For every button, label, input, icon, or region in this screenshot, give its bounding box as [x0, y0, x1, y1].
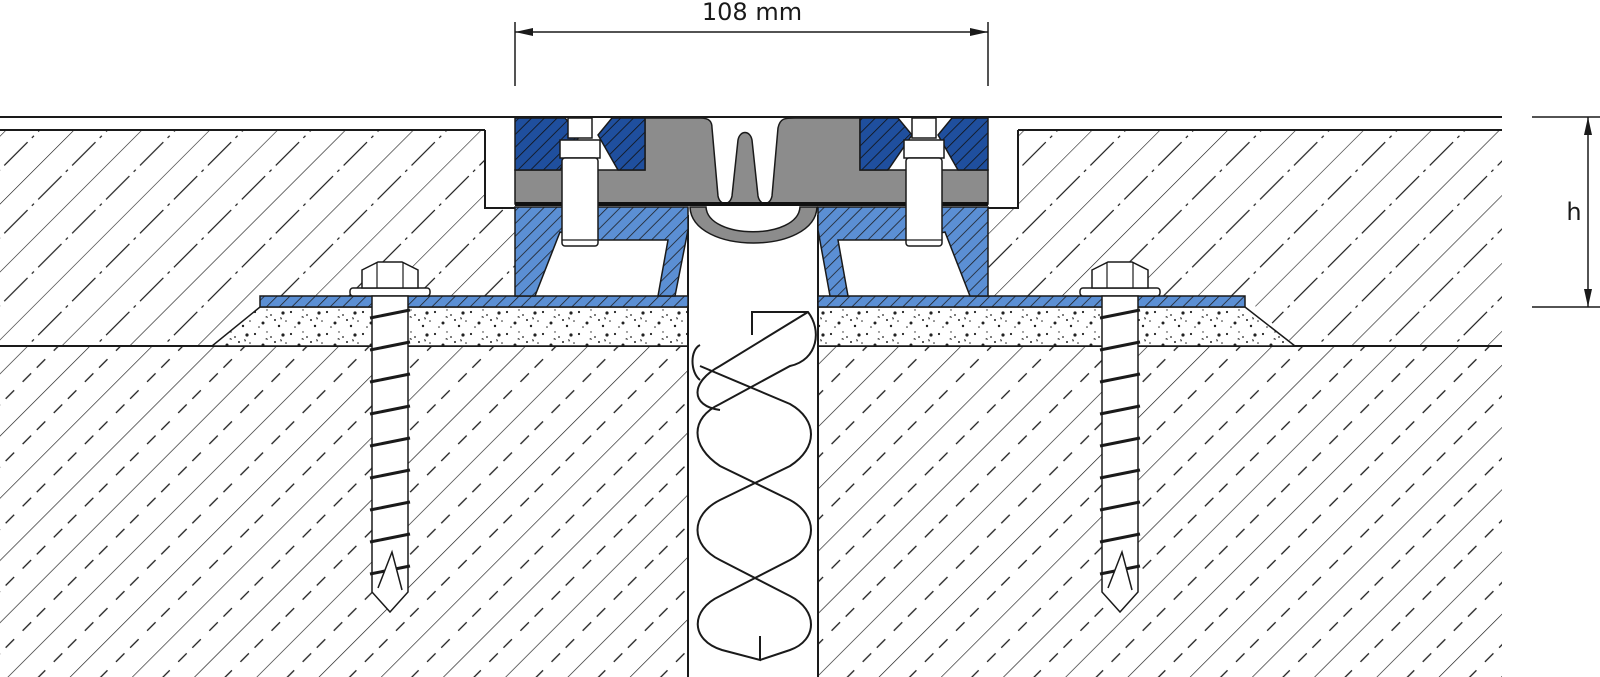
arrow-up-icon	[1584, 117, 1592, 135]
concrete-slab	[0, 345, 1502, 677]
joint-gap-filler	[687, 215, 819, 677]
arrow-down-icon	[1584, 289, 1592, 307]
anchor-screw-right	[1079, 261, 1161, 614]
width-dimension: 108 mm	[514, 0, 989, 86]
clamping-bolt-left	[559, 117, 601, 247]
height-dimension: h	[1532, 116, 1600, 308]
arrow-left-icon	[515, 28, 533, 36]
clamping-bar-right	[859, 117, 989, 171]
anchor-screw-left	[349, 261, 431, 614]
base-profile-left	[259, 206, 689, 308]
width-dimension-label: 108 mm	[702, 0, 802, 26]
clamping-bolt-right	[903, 117, 945, 247]
height-dimension-label: h	[1566, 198, 1581, 226]
arrow-right-icon	[970, 28, 988, 36]
